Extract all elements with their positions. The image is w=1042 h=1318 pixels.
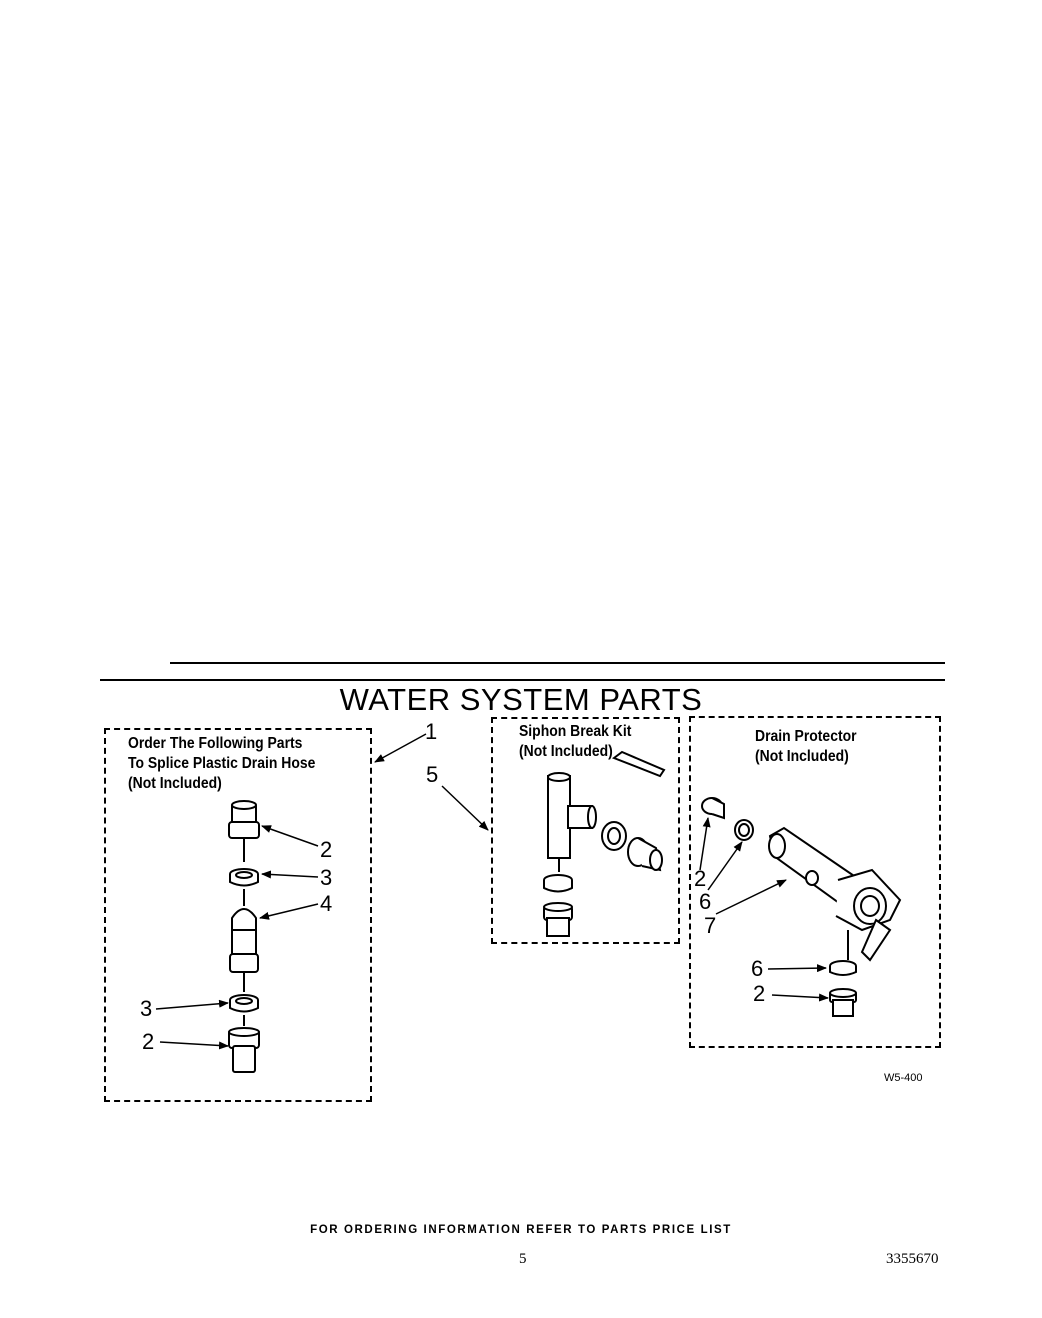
callout-7: 7: [704, 913, 717, 938]
ordering-footer: FOR ORDERING INFORMATION REFER TO PARTS …: [310, 1224, 732, 1236]
splice-label-line-2: To Splice Plastic Drain Hose: [128, 755, 316, 772]
callout-2-drain-top: 2: [694, 866, 707, 891]
splice-bottom-clamp: [229, 994, 259, 1026]
callout-2-bottom: 2: [142, 1029, 155, 1054]
leader-5: [441, 785, 489, 831]
leader-6b: [767, 964, 827, 973]
callout-6-bottom: 6: [751, 956, 764, 981]
leader-2d: [771, 993, 829, 1002]
leader-2b: [159, 1041, 229, 1050]
figure-code: W5-400: [884, 1072, 923, 1084]
siphon-bottom-fitting: [543, 902, 573, 937]
drain-protector-box: [689, 716, 941, 1048]
splice-label-line-3: (Not Included): [128, 775, 222, 792]
splice-box-label: Order The Following Parts To Splice Plas…: [128, 734, 315, 794]
callout-1: 1: [425, 719, 438, 744]
siphon-adapter-right: [627, 837, 663, 872]
drain-protector-body: [768, 826, 902, 962]
callout-3-top: 3: [320, 865, 333, 890]
drain-bottom-fitting: [829, 988, 857, 1017]
drain-small-fitting: [701, 797, 725, 820]
leader-2c: [699, 817, 711, 871]
leader-2a: [261, 825, 319, 847]
splice-parts-box: [104, 728, 372, 1102]
siphon-pin: [611, 750, 666, 778]
splice-connector: [229, 908, 259, 992]
drain-small-clamp: [734, 819, 754, 841]
siphon-box-label: Siphon Break Kit (Not Included): [519, 722, 631, 762]
callout-2-drain-bottom: 2: [753, 981, 766, 1006]
drain-label-line-2: (Not Included): [755, 748, 849, 765]
callout-2-top: 2: [320, 837, 333, 862]
siphon-clamp-bottom: [543, 874, 573, 893]
leader-1: [374, 733, 427, 763]
siphon-label-line-1: Siphon Break Kit: [519, 723, 632, 740]
leader-7: [715, 879, 787, 915]
page-number: 5: [519, 1251, 527, 1267]
document-number: 3355670: [886, 1251, 939, 1267]
splice-bottom-fitting: [228, 1027, 260, 1073]
drain-box-label: Drain Protector (Not Included): [755, 727, 857, 767]
drain-label-line-1: Drain Protector: [755, 728, 857, 745]
siphon-tee: [547, 772, 597, 872]
leader-6a: [707, 841, 743, 891]
leader-4: [259, 903, 319, 920]
callout-3-bottom: 3: [140, 996, 153, 1021]
splice-label-line-1: Order The Following Parts: [128, 735, 303, 752]
siphon-clamp-right: [601, 821, 627, 851]
leader-3a: [261, 870, 319, 879]
drain-clamp-lower: [829, 960, 857, 976]
siphon-break-kit-box: [491, 717, 680, 944]
callout-5: 5: [426, 762, 439, 787]
header-rule-long: [100, 679, 945, 681]
callout-4: 4: [320, 891, 333, 916]
page-title: WATER SYSTEM PARTS: [339, 682, 703, 717]
siphon-label-line-2: (Not Included): [519, 743, 613, 760]
leader-3b: [155, 999, 229, 1010]
callout-6-top: 6: [699, 889, 712, 914]
header-rule-short: [170, 662, 945, 664]
splice-top-fitting: [228, 800, 260, 862]
splice-top-clamp: [229, 868, 259, 906]
